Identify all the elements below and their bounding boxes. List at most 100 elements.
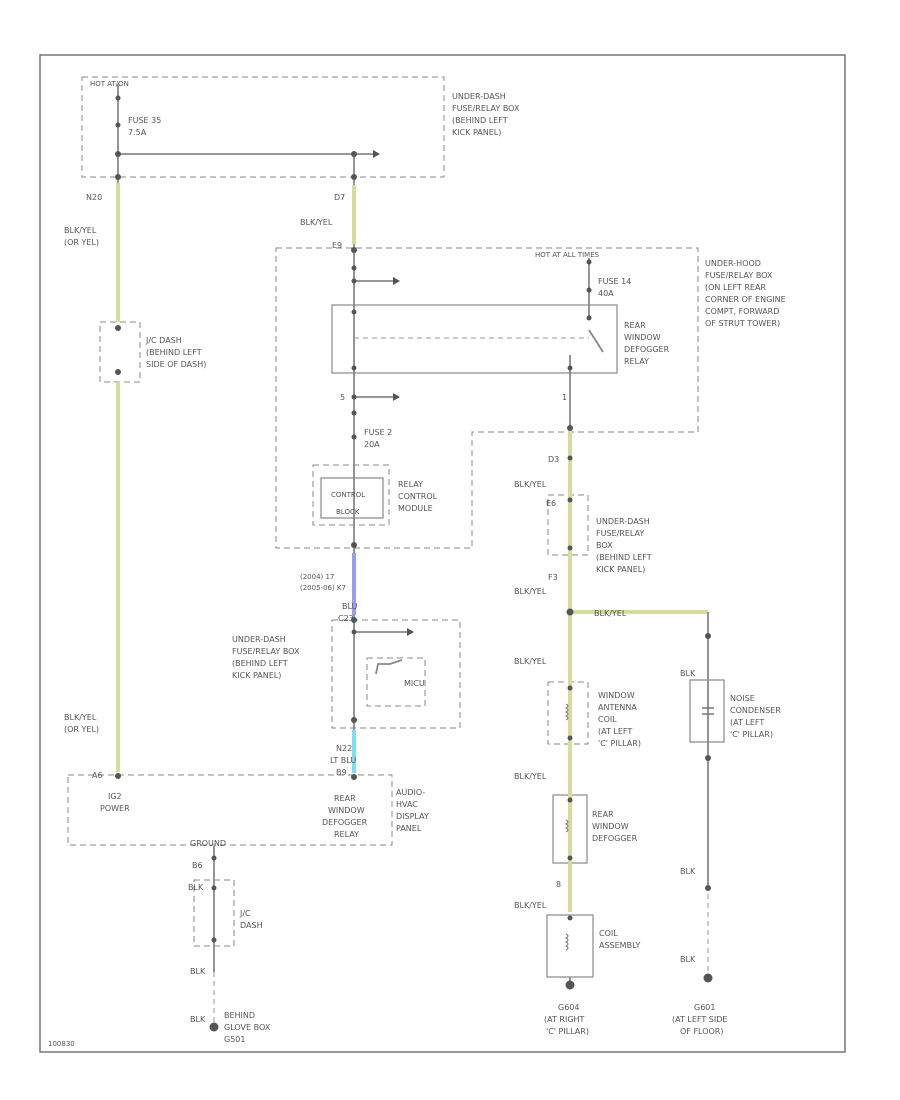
svg-text:REAR: REAR — [592, 810, 614, 819]
label-d3: D3 — [548, 455, 559, 464]
svg-text:AUDIO-: AUDIO- — [396, 788, 425, 797]
svg-text:(AT LEFT SIDE: (AT LEFT SIDE — [672, 1015, 727, 1024]
svg-text:KICK PANEL): KICK PANEL) — [596, 565, 645, 574]
svg-text:WINDOW: WINDOW — [592, 822, 629, 831]
label-fuse-14-rating: 40A — [598, 289, 614, 298]
svg-text:ANTENNA: ANTENNA — [598, 703, 637, 712]
label-blu: BLU — [342, 602, 358, 611]
svg-text:'C' PILLAR): 'C' PILLAR) — [546, 1027, 589, 1036]
svg-text:DEFOGGER: DEFOGGER — [592, 834, 638, 843]
svg-text:PANEL: PANEL — [396, 824, 422, 833]
label-blk-yel-2: BLK/YEL — [514, 480, 547, 489]
svg-text:DISPLAY: DISPLAY — [396, 812, 429, 821]
arrow-2 — [393, 393, 400, 401]
label-blk-3: BLK — [680, 867, 696, 876]
label-n22: N22 — [336, 744, 352, 753]
svg-text:FUSE/RELAY BOX: FUSE/RELAY BOX — [452, 104, 520, 113]
label-pin-8: 8 — [556, 880, 561, 889]
label-wire-left-2a: BLK/YEL — [64, 713, 97, 722]
relay-control-module-box — [312, 464, 390, 526]
svg-text:J/C DASH: J/C DASH — [145, 336, 182, 345]
svg-text:G601: G601 — [694, 1003, 715, 1012]
label-window-antenna-coil: WINDOW ANTENNA COIL (AT LEFT 'C' PILLAR) — [598, 691, 641, 748]
label-pin-1: 1 — [562, 393, 567, 402]
label-coil-assembly-2: ASSEMBLY — [599, 941, 640, 950]
svg-text:(ON LEFT REAR: (ON LEFT REAR — [705, 283, 766, 292]
svg-text:COMPT, FORWARD: COMPT, FORWARD — [705, 307, 779, 316]
label-under-dash-box-mid: UNDER-DASH FUSE/RELAY BOX (BEHIND LEFT K… — [596, 517, 652, 574]
label-under-hood-box: UNDER-HOOD FUSE/RELAY BOX (ON LEFT REAR … — [705, 259, 786, 328]
svg-text:RELAY: RELAY — [398, 480, 423, 489]
label-g604: G604 (AT RIGHT 'C' PILLAR) — [544, 1003, 589, 1036]
label-blk-2: BLK — [188, 883, 204, 892]
svg-text:OF STRUT TOWER): OF STRUT TOWER) — [705, 319, 780, 328]
label-wire-left-1a: BLK/YEL — [64, 226, 97, 235]
svg-text:FUSE/RELAY BOX: FUSE/RELAY BOX — [232, 647, 300, 656]
coil-symbol-defogger — [564, 819, 569, 833]
arrow-top-bus — [373, 150, 380, 158]
audio-hvac-box — [67, 774, 393, 846]
svg-text:UNDER-DASH: UNDER-DASH — [232, 635, 286, 644]
label-d7: D7 — [334, 193, 345, 202]
svg-text:(AT RIGHT: (AT RIGHT — [544, 1015, 585, 1024]
label-wire-id-1: (2004) 17 — [300, 573, 334, 581]
label-blk-yel-condenser: BLK/YEL — [594, 609, 627, 618]
svg-text:CORNER OF ENGINE: CORNER OF ENGINE — [705, 295, 786, 304]
wire-relay-switch — [588, 329, 604, 353]
control-block — [320, 477, 384, 519]
svg-text:CONTROL: CONTROL — [398, 492, 438, 501]
label-c23: C23 — [338, 614, 354, 623]
label-blk-1: BLK — [680, 669, 696, 678]
label-e9: E9 — [332, 241, 342, 250]
svg-text:DEFOGGER: DEFOGGER — [322, 818, 368, 827]
label-blk-yel-5: BLK/YEL — [514, 657, 547, 666]
svg-text:KICK PANEL): KICK PANEL) — [452, 128, 501, 137]
label-jc-lower-2: DASH — [240, 921, 263, 930]
label-a6: A6 — [92, 771, 103, 780]
svg-text:'C' PILLAR): 'C' PILLAR) — [730, 730, 773, 739]
label-wire-left-1b: (OR YEL) — [64, 238, 99, 247]
label-under-dash-box-top: UNDER-DASH FUSE/RELAY BOX (BEHIND LEFT K… — [452, 92, 520, 137]
label-blk-yel-3: BLK/YEL — [514, 587, 547, 596]
label-jc-dash: J/C DASH (BEHIND LEFT SIDE OF DASH) — [145, 336, 206, 369]
label-control-block-1: CONTROL — [331, 491, 365, 499]
noise-condenser — [689, 679, 725, 743]
outer-frame — [39, 54, 846, 1053]
label-noise-condenser: NOISE CONDENSER (AT LEFT 'C' PILLAR) — [730, 694, 781, 739]
svg-text:KICK PANEL): KICK PANEL) — [232, 671, 281, 680]
label-blk-5: BLK — [190, 967, 206, 976]
svg-text:(BEHIND LEFT: (BEHIND LEFT — [232, 659, 288, 668]
svg-text:WINDOW: WINDOW — [624, 333, 661, 342]
svg-text:RELAY: RELAY — [624, 357, 649, 366]
svg-text:RELAY: RELAY — [334, 830, 359, 839]
svg-text:DEFOGGER: DEFOGGER — [624, 345, 670, 354]
svg-text:NOISE: NOISE — [730, 694, 755, 703]
svg-text:(BEHIND LEFT: (BEHIND LEFT — [146, 348, 202, 357]
label-b9: B9 — [336, 768, 347, 777]
label-behind-glove-box: BEHIND GLOVE BOX G501 — [224, 1011, 271, 1044]
label-blk-yel-7: BLK/YEL — [514, 901, 547, 910]
label-wire-d7: BLK/YEL — [300, 218, 333, 227]
svg-text:G501: G501 — [224, 1035, 245, 1044]
svg-text:(AT LEFT: (AT LEFT — [598, 727, 632, 736]
rear-window-defogger-relay — [331, 304, 618, 374]
label-fuse-14: FUSE 14 — [598, 277, 631, 286]
micu-box — [366, 657, 426, 707]
label-fuse-35: FUSE 35 — [128, 116, 161, 125]
label-blk-6: BLK — [190, 1015, 206, 1024]
svg-text:REAR: REAR — [624, 321, 646, 330]
svg-text:REAR: REAR — [334, 794, 356, 803]
label-b6: B6 — [192, 861, 203, 870]
svg-text:MODULE: MODULE — [398, 504, 433, 513]
under-dash-box-top — [81, 76, 445, 178]
label-g601: G601 (AT LEFT SIDE OF FLOOR) — [672, 1003, 727, 1036]
svg-text:WINDOW: WINDOW — [598, 691, 635, 700]
label-under-dash-box-lower: UNDER-DASH FUSE/RELAY BOX (BEHIND LEFT K… — [232, 635, 300, 680]
svg-text:SIDE OF DASH): SIDE OF DASH) — [146, 360, 206, 369]
label-ground: GROUND — [190, 839, 226, 848]
coil-assembly — [546, 914, 594, 978]
arrow-mid — [407, 628, 414, 636]
svg-text:UNDER-DASH: UNDER-DASH — [596, 517, 650, 526]
label-hot-at-on: HOT AT/ON — [90, 80, 129, 88]
